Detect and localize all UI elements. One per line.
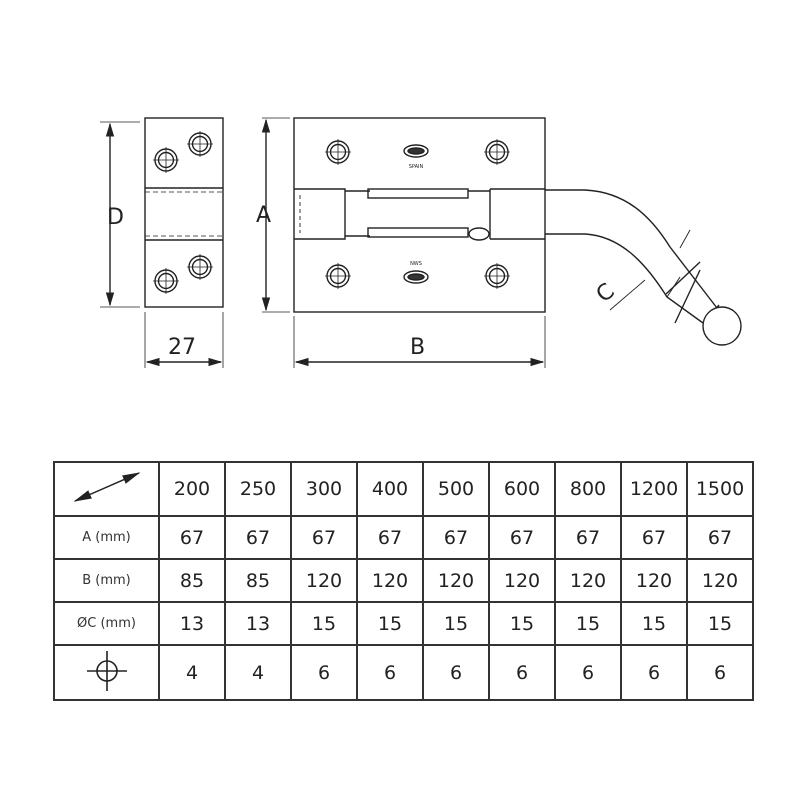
cell: 6 xyxy=(488,644,556,701)
dimension-a xyxy=(261,117,290,313)
cell: 4 xyxy=(224,644,292,701)
bolt-handle xyxy=(545,189,742,346)
size-header: 500 xyxy=(422,461,490,517)
cell: 85 xyxy=(158,558,226,603)
cell: 67 xyxy=(620,515,688,560)
cell: 15 xyxy=(620,601,688,646)
technical-drawing: D 27 SPAIN NWS C A xyxy=(100,117,742,368)
size-header: 800 xyxy=(554,461,622,517)
dim-label-c: C xyxy=(592,279,620,308)
cell: 120 xyxy=(686,558,754,603)
cell: 67 xyxy=(290,515,358,560)
cell: 4 xyxy=(158,644,226,701)
size-header: 600 xyxy=(488,461,556,517)
cell: 6 xyxy=(620,644,688,701)
cell: 67 xyxy=(488,515,556,560)
size-header: 200 xyxy=(158,461,226,517)
cell: 67 xyxy=(422,515,490,560)
cell: 6 xyxy=(554,644,622,701)
cell: 120 xyxy=(554,558,622,603)
cell: 6 xyxy=(356,644,424,701)
size-header: 400 xyxy=(356,461,424,517)
table-row-c: ØC (mm) 13 13 15 15 15 15 15 15 15 xyxy=(53,601,754,646)
row-label: ØC (mm) xyxy=(53,601,160,646)
cell: 67 xyxy=(356,515,424,560)
cell: 6 xyxy=(290,644,358,701)
cell: 15 xyxy=(686,601,754,646)
cell: 67 xyxy=(224,515,292,560)
cell: 13 xyxy=(224,601,292,646)
table-row-a: A (mm) 67 67 67 67 67 67 67 67 67 xyxy=(53,515,754,560)
size-table: 200 250 300 400 500 600 800 1200 1500 A … xyxy=(53,461,754,701)
cell: 67 xyxy=(554,515,622,560)
dimension-d xyxy=(100,121,140,308)
cell: 120 xyxy=(488,558,556,603)
size-header: 1200 xyxy=(620,461,688,517)
table-row-screws: 4 4 6 6 6 6 6 6 6 xyxy=(53,644,754,701)
cell: 15 xyxy=(290,601,358,646)
dimension-c xyxy=(609,229,691,311)
size-header: 1500 xyxy=(686,461,754,517)
dim-label-b: B xyxy=(410,335,425,360)
corner-cell xyxy=(53,461,160,517)
cell: 15 xyxy=(422,601,490,646)
dimension-b xyxy=(293,316,546,368)
cell: 120 xyxy=(290,558,358,603)
cell: 6 xyxy=(686,644,754,701)
double-arrow-icon xyxy=(73,472,140,502)
row-label: A (mm) xyxy=(53,515,160,560)
stamp-bottom: NWS xyxy=(410,261,422,267)
cell: 15 xyxy=(488,601,556,646)
size-header: 300 xyxy=(290,461,358,517)
cell: 120 xyxy=(620,558,688,603)
stamp-top: SPAIN xyxy=(409,164,424,170)
cell: 120 xyxy=(422,558,490,603)
cell: 120 xyxy=(356,558,424,603)
cell: 67 xyxy=(686,515,754,560)
side-view xyxy=(144,117,224,308)
cell: 15 xyxy=(356,601,424,646)
dimension-27 xyxy=(144,312,224,368)
dim-label-27: 27 xyxy=(168,335,196,360)
size-header: 250 xyxy=(224,461,292,517)
cell: 6 xyxy=(422,644,490,701)
cell: 15 xyxy=(554,601,622,646)
front-view xyxy=(293,117,546,313)
cell: 85 xyxy=(224,558,292,603)
table-row-b: B (mm) 85 85 120 120 120 120 120 120 120 xyxy=(53,558,754,603)
cell: 67 xyxy=(158,515,226,560)
cell: 13 xyxy=(158,601,226,646)
screw-hole-crosshair-icon xyxy=(86,650,127,691)
dim-label-a: A xyxy=(256,203,271,228)
row-label-icon-cell xyxy=(53,644,160,701)
row-label: B (mm) xyxy=(53,558,160,603)
table-header-row: 200 250 300 400 500 600 800 1200 1500 xyxy=(53,461,754,517)
dim-label-d: D xyxy=(107,205,124,230)
